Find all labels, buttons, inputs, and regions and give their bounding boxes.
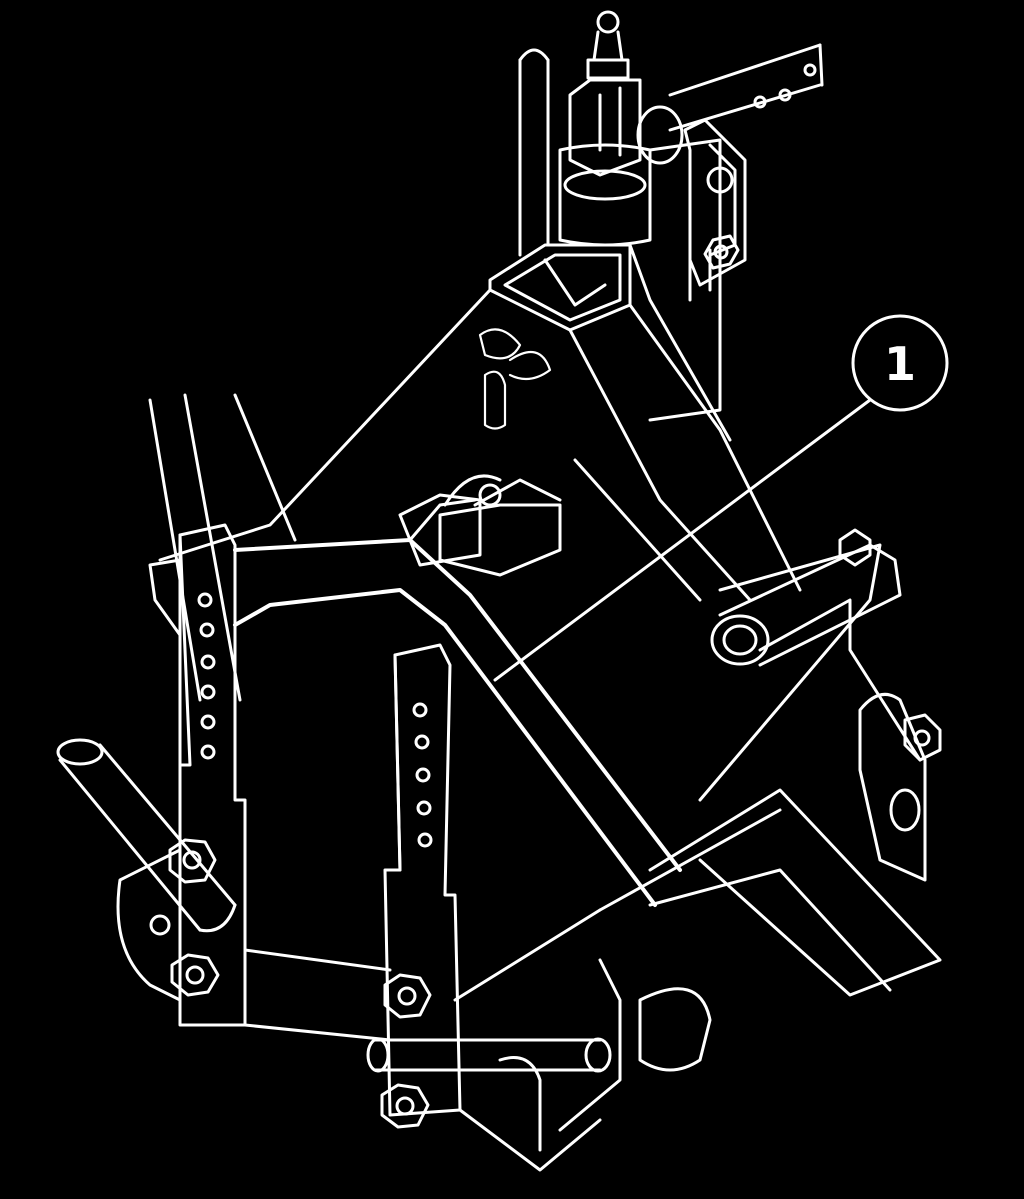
callout-label: 1 (884, 337, 916, 391)
front-bracket (383, 643, 462, 1117)
hex-bolt (149, 914, 171, 936)
left-bracket (148, 523, 247, 1027)
hex-bolt (383, 973, 432, 1019)
lift-arm (668, 43, 824, 132)
rear-uprights (148, 393, 297, 702)
pivot-tube (710, 528, 902, 667)
hex-bolt (168, 838, 217, 884)
pivot-pin (56, 738, 237, 933)
pivot-joint (568, 78, 684, 177)
grease-fitting (586, 10, 630, 80)
callout-1: 1 (493, 314, 949, 682)
main-tower (158, 243, 802, 602)
right-pivot-bracket (858, 692, 942, 882)
hex-bolt (380, 1083, 430, 1129)
pin-decal (478, 328, 552, 430)
cross-member (598, 543, 942, 997)
hex-bolt (170, 953, 220, 997)
center-block (398, 474, 562, 577)
lift-clevis (683, 118, 747, 287)
handle-pin (366, 1037, 612, 1073)
callout-circle (851, 314, 949, 412)
lower-frame (116, 848, 712, 1172)
frame-crossbar (233, 498, 682, 907)
callout-leader-line (493, 398, 872, 682)
